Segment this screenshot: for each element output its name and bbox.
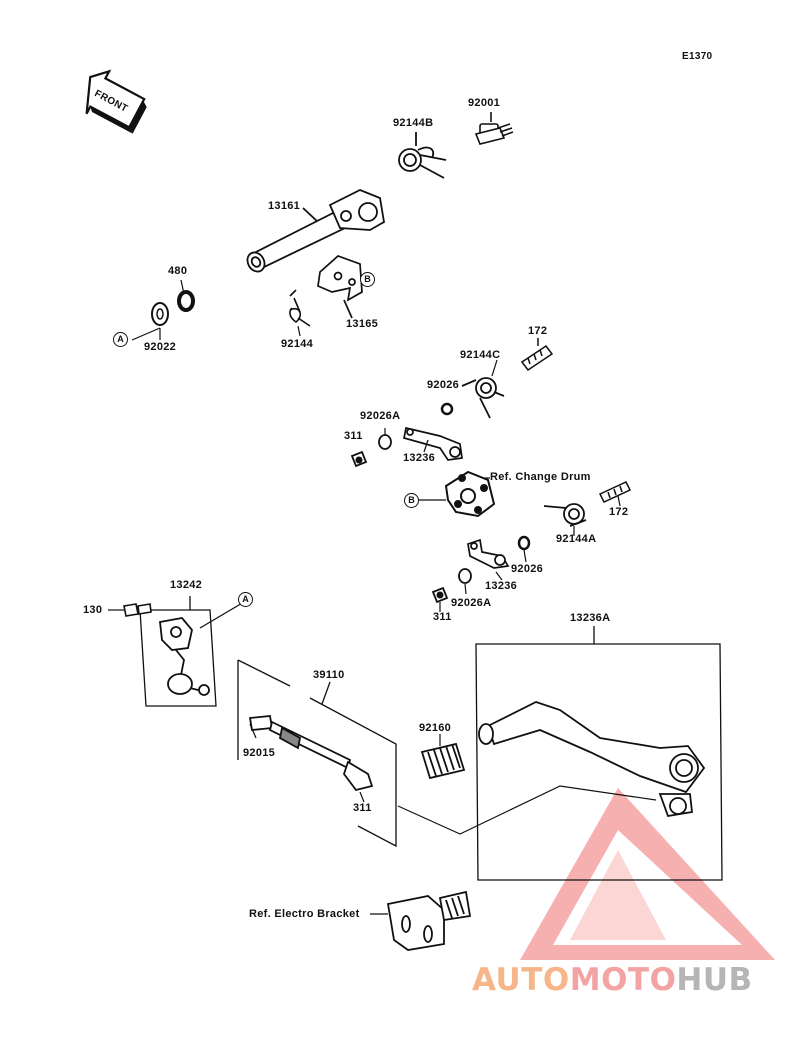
spring-92144B xyxy=(398,132,447,179)
part-label-39110: 39110 xyxy=(313,669,345,681)
part-label-13165: 13165 xyxy=(346,318,379,330)
spring-92144A xyxy=(543,503,587,536)
electro-bracket xyxy=(370,890,472,951)
nut-311-top xyxy=(350,450,368,468)
shift-pedal-13236A xyxy=(478,701,706,818)
plate-13165 xyxy=(317,255,363,319)
lever-13236-top xyxy=(403,426,463,461)
spring-92144 xyxy=(289,289,311,337)
part-label-92144A: 92144A xyxy=(556,533,597,545)
ref-electro-bracket-label: Ref. Electro Bracket xyxy=(249,908,360,920)
shift-arm-13242 xyxy=(159,617,210,696)
lever-13242-box xyxy=(139,596,245,707)
part-label-92015: 92015 xyxy=(243,747,276,759)
spring-92160 xyxy=(420,734,466,780)
watermark-text: AUTOMOTOHUB xyxy=(472,962,753,998)
part-label-172-top: 172 xyxy=(528,325,548,337)
watermark-part1: AUTO xyxy=(472,962,570,998)
oil-seal-480 xyxy=(177,279,195,312)
lever-13236-lower xyxy=(467,538,510,581)
part-label-92001: 92001 xyxy=(468,97,501,109)
part-label-92026-top: 92026 xyxy=(427,379,460,391)
callout-a-left: A xyxy=(113,332,128,347)
part-label-92026A-top: 92026A xyxy=(360,410,401,422)
spring-92144C xyxy=(461,359,505,419)
tie-rod-39110 xyxy=(248,715,374,803)
part-label-92026A-lower: 92026A xyxy=(451,597,492,609)
pin-172-right xyxy=(598,481,632,507)
washer-92022 xyxy=(131,302,169,341)
callout-a-arm: A xyxy=(238,592,253,607)
part-label-92144B: 92144B xyxy=(393,117,434,129)
part-label-13242: 13242 xyxy=(170,579,203,591)
watermark-logo xyxy=(520,788,775,960)
change-drum-cam xyxy=(418,470,496,518)
callout-b-top: B xyxy=(360,272,375,287)
part-label-13236-lower: 13236 xyxy=(485,580,518,592)
shift-pedal-13236A-box xyxy=(475,626,723,881)
part-label-13236-top: 13236 xyxy=(403,452,436,464)
part-label-92144: 92144 xyxy=(281,338,314,350)
diagram-code: E1370 xyxy=(682,51,713,62)
part-label-13161: 13161 xyxy=(268,200,301,212)
part-label-13236A: 13236A xyxy=(570,612,611,624)
part-label-311-lower: 311 xyxy=(433,611,452,623)
part-label-311-top: 311 xyxy=(344,430,363,442)
callout-b-drum: B xyxy=(404,493,419,508)
pin-172-top xyxy=(520,338,554,372)
part-label-130: 130 xyxy=(83,604,103,616)
bolt-130 xyxy=(108,603,152,617)
washer-92026A-lower xyxy=(458,568,472,595)
nut-311-lower xyxy=(431,586,449,612)
dashed-leader-line xyxy=(397,785,657,835)
part-label-92026-lower: 92026 xyxy=(511,563,544,575)
washer-92026A-top xyxy=(378,428,392,450)
part-label-480: 480 xyxy=(168,265,188,277)
ref-change-drum-label: Ref. Change Drum xyxy=(490,471,591,483)
part-label-311-rod: 311 xyxy=(353,802,372,814)
nut-92026-top xyxy=(440,402,454,416)
part-label-172-right: 172 xyxy=(609,506,629,518)
part-label-92160: 92160 xyxy=(419,722,452,734)
shift-shaft-13161 xyxy=(246,189,385,273)
nut-92026-lower xyxy=(517,535,531,563)
bolt-92001 xyxy=(474,112,514,145)
tie-rod-39110-box xyxy=(237,659,397,848)
watermark-part3: HUB xyxy=(676,962,753,998)
front-arrow-icon xyxy=(85,69,147,134)
part-label-92144C: 92144C xyxy=(460,349,501,361)
part-label-92022: 92022 xyxy=(144,341,177,353)
watermark-part2: MOTO xyxy=(569,962,677,998)
